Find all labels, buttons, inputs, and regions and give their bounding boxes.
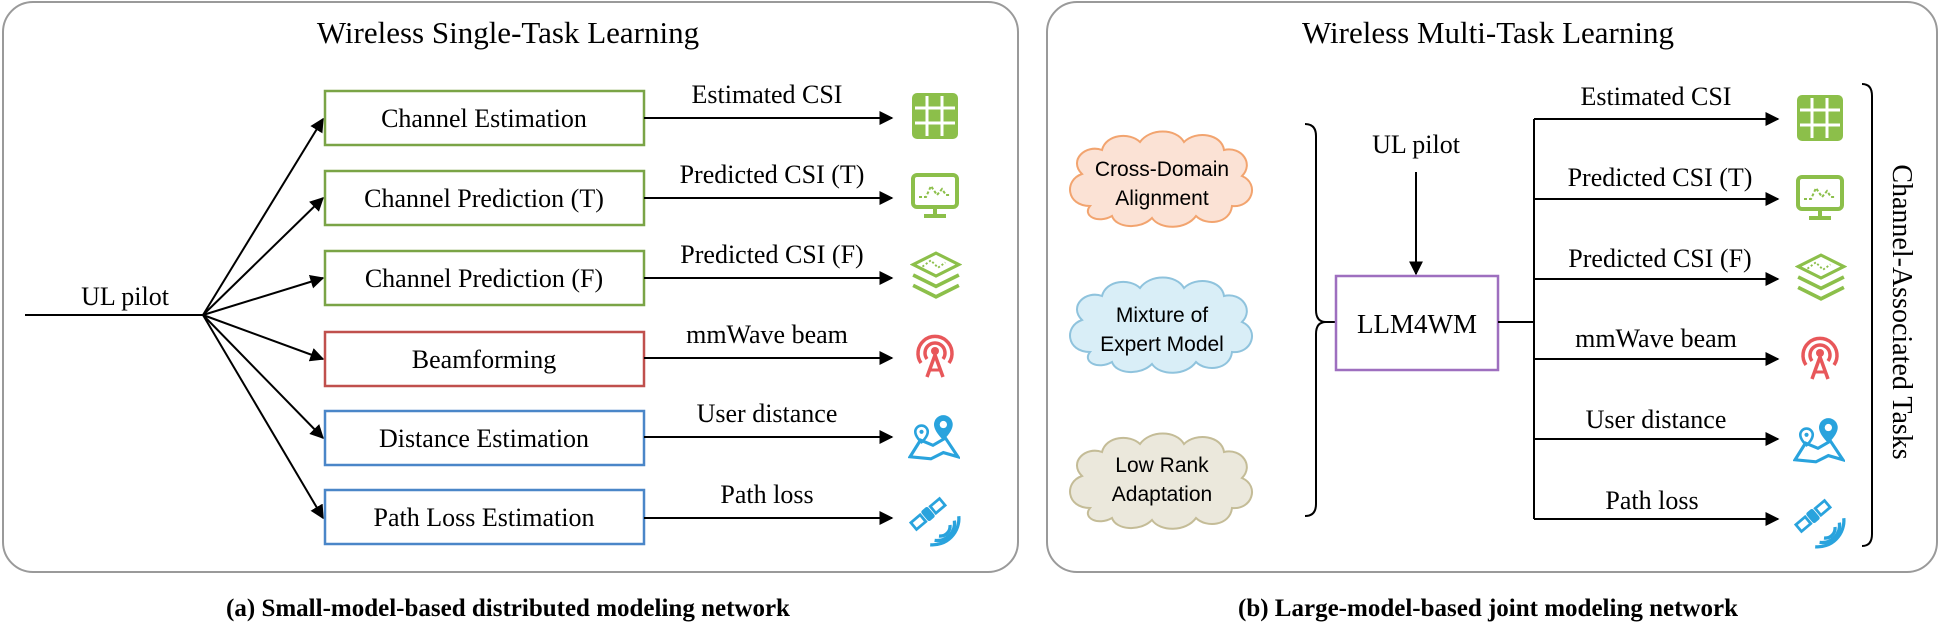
task-box: [323, 249, 646, 307]
ul-pilot-label-right: UL pilot: [1372, 130, 1461, 159]
single-task-caption: (a) Small-model-based distributed modeli…: [226, 595, 790, 622]
task-row-beamforming: Beamforming mmWave beam: [323, 320, 954, 388]
output-label: Predicted CSI (F): [680, 240, 863, 269]
single-task-panel-frame: [2, 1, 1019, 573]
task-box: [323, 169, 646, 227]
output-label-mmwave-beam: mmWave beam: [1575, 324, 1737, 353]
task-box: [323, 89, 646, 147]
map-pin-icon: [908, 413, 960, 461]
fan-arrow-channel-prediction-t: [202, 197, 325, 316]
monitor-icon: [911, 173, 959, 218]
llm4wm-label: LLM4WM: [1357, 309, 1477, 339]
llm4wm-box: [1334, 274, 1500, 372]
task-label: Beamforming: [412, 345, 556, 374]
multi-task-panel: Wireless Multi-Task Learning Cross-Domai…: [1046, 1, 1938, 622]
layers-icon: [911, 251, 961, 299]
task-box: [323, 409, 646, 467]
antenna-icon: [1801, 336, 1839, 381]
fan-arrow-distance-estimation: [202, 314, 324, 440]
output-label: Estimated CSI: [692, 80, 843, 109]
task-label: Distance Estimation: [379, 424, 589, 453]
grid-icon: [910, 91, 960, 141]
monitor-icon: [1796, 175, 1844, 220]
cloud-line-1: Cross-Domain: [1095, 158, 1229, 181]
cloud-shape: [1069, 432, 1253, 530]
cloud-line-2: Adaptation: [1112, 483, 1212, 506]
cloud-line-2: Expert Model: [1100, 333, 1224, 356]
techniques-bracket: [1304, 123, 1327, 517]
output-label: Path loss: [720, 480, 813, 509]
fan-arrow-beamforming: [202, 314, 325, 362]
task-box: [323, 488, 646, 546]
output-label-predicted-csi-t: Predicted CSI (T): [1568, 163, 1753, 192]
task-row-distance-estimation: Distance Estimation User distance: [323, 399, 960, 467]
fan-out-arrows: [202, 117, 325, 520]
task-row-channel-prediction-f: Channel Prediction (F) Predicted CSI (F): [323, 240, 961, 307]
task-row-channel-prediction-t: Channel Prediction (T) Predicted CSI (T): [323, 160, 959, 227]
cloud-low-rank-adaptation: Low Rank Adaptation: [1069, 432, 1253, 530]
single-task-panel-title: Wireless Single-Task Learning: [317, 15, 699, 50]
fan-arrow-channel-prediction-f: [202, 275, 325, 316]
task-label: Path Loss Estimation: [374, 503, 595, 532]
map-pin-icon: [1793, 416, 1845, 464]
output-label-user-distance: User distance: [1586, 405, 1727, 434]
cloud-cross-domain-alignment: Cross-Domain Alignment: [1069, 130, 1253, 228]
tasks-bracket: [1861, 83, 1873, 547]
output-label-path-loss: Path loss: [1605, 486, 1698, 515]
cloud-line-2: Alignment: [1115, 187, 1209, 210]
output-label-predicted-csi-f: Predicted CSI (F): [1568, 244, 1751, 273]
cloud-mixture-of-expert-model: Mixture of Expert Model: [1069, 276, 1253, 374]
outputs-right: Estimated CSI Predicted CSI (T) Predicte…: [1534, 82, 1846, 549]
task-row-channel-estimation: Channel Estimation Estimated CSI: [323, 80, 960, 147]
ul-pilot-label: UL pilot: [81, 282, 170, 311]
layers-icon: [1796, 253, 1846, 301]
output-label: User distance: [697, 399, 838, 428]
cloud-shape: [1069, 276, 1253, 374]
cloud-line-1: Low Rank: [1115, 454, 1209, 477]
antenna-icon: [916, 334, 954, 379]
single-task-panel: Wireless Single-Task Learning UL pilot C…: [2, 1, 1019, 622]
task-label: Channel Prediction (F): [365, 264, 603, 293]
task-label: Channel Estimation: [381, 104, 587, 133]
cloud-line-1: Mixture of: [1116, 304, 1208, 327]
task-label: Channel Prediction (T): [364, 184, 604, 213]
fan-arrow-channel-estimation: [202, 117, 324, 316]
multi-task-panel-title: Wireless Multi-Task Learning: [1302, 15, 1674, 50]
task-row-path-loss-estimation: Path Loss Estimation Path loss: [323, 480, 961, 547]
output-label: mmWave beam: [686, 320, 848, 349]
channel-associated-tasks-label: Channel-Associated Tasks: [1886, 164, 1917, 459]
output-label: Predicted CSI (T): [680, 160, 865, 189]
grid-icon: [1795, 93, 1845, 143]
task-box: [323, 330, 646, 388]
satellite-icon: [1792, 497, 1846, 549]
fan-arrow-path-loss-estimation: [202, 314, 324, 520]
cloud-shape: [1069, 130, 1253, 228]
multi-task-caption: (b) Large-model-based joint modeling net…: [1238, 595, 1738, 622]
output-label-estimated-csi: Estimated CSI: [1581, 82, 1732, 111]
multi-task-panel-frame: [1046, 1, 1938, 573]
satellite-icon: [907, 495, 961, 547]
